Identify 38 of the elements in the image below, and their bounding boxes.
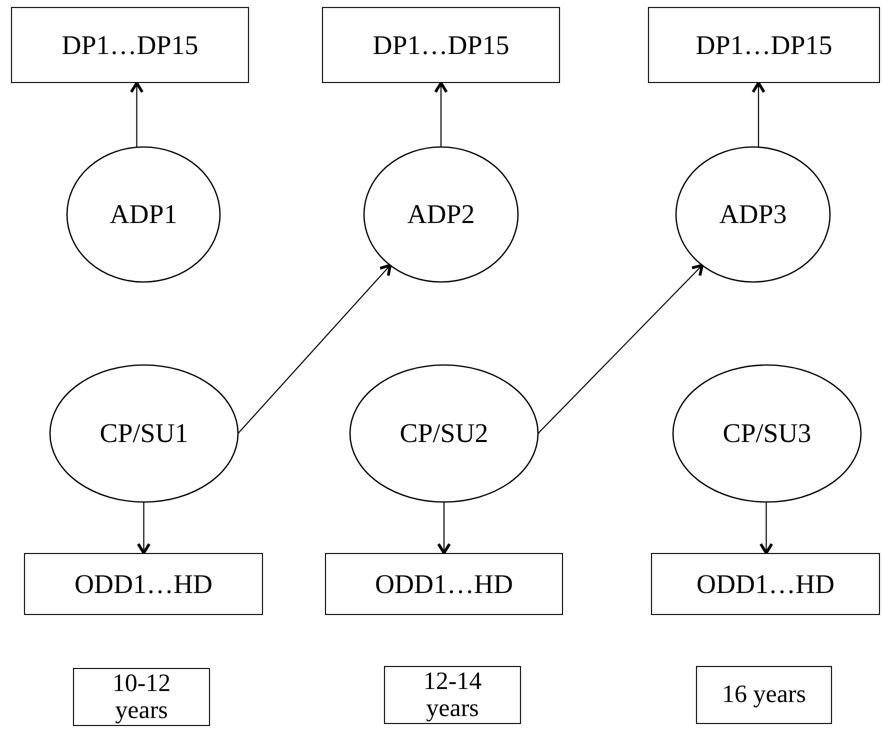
node-label: 10-12 years [111,670,172,724]
arrow [238,264,392,434]
node-label: 16 years [722,681,806,709]
node-label: DP1…DP15 [372,30,510,60]
node-label: ODD1…HD [375,568,513,600]
node-label: ODD1…HD [696,568,834,600]
node-label: ADP2 [407,199,475,230]
ellipse-node [350,365,538,502]
process-box [651,553,880,615]
process-box [384,666,521,724]
arrow [136,502,151,554]
process-box [648,7,880,83]
process-box [24,553,263,615]
arrow [434,82,448,147]
node-label: ADP1 [110,199,178,230]
node-label: CP/SU2 [400,418,488,449]
arrow [759,502,774,554]
arrow [437,502,451,554]
node-label: CP/SU1 [100,418,188,449]
ellipse-node [67,147,220,282]
process-box [696,666,832,724]
node-label: ADP3 [719,199,787,230]
process-box [73,668,210,726]
ellipse-node [50,365,238,502]
arrow [752,82,766,147]
node-label: DP1…DP15 [696,30,832,60]
ellipse-node [364,147,518,282]
ellipse-node [673,365,861,502]
arrow [130,82,144,147]
ellipse-node [676,147,830,282]
node-label: ODD1…HD [74,568,212,600]
process-box [325,553,563,615]
node-label: DP1…DP15 [62,30,198,60]
node-label: CP/SU3 [722,418,812,449]
arrow [538,264,704,434]
process-box [11,7,249,83]
process-box [322,7,560,83]
node-label: 12-14 years [422,668,483,722]
